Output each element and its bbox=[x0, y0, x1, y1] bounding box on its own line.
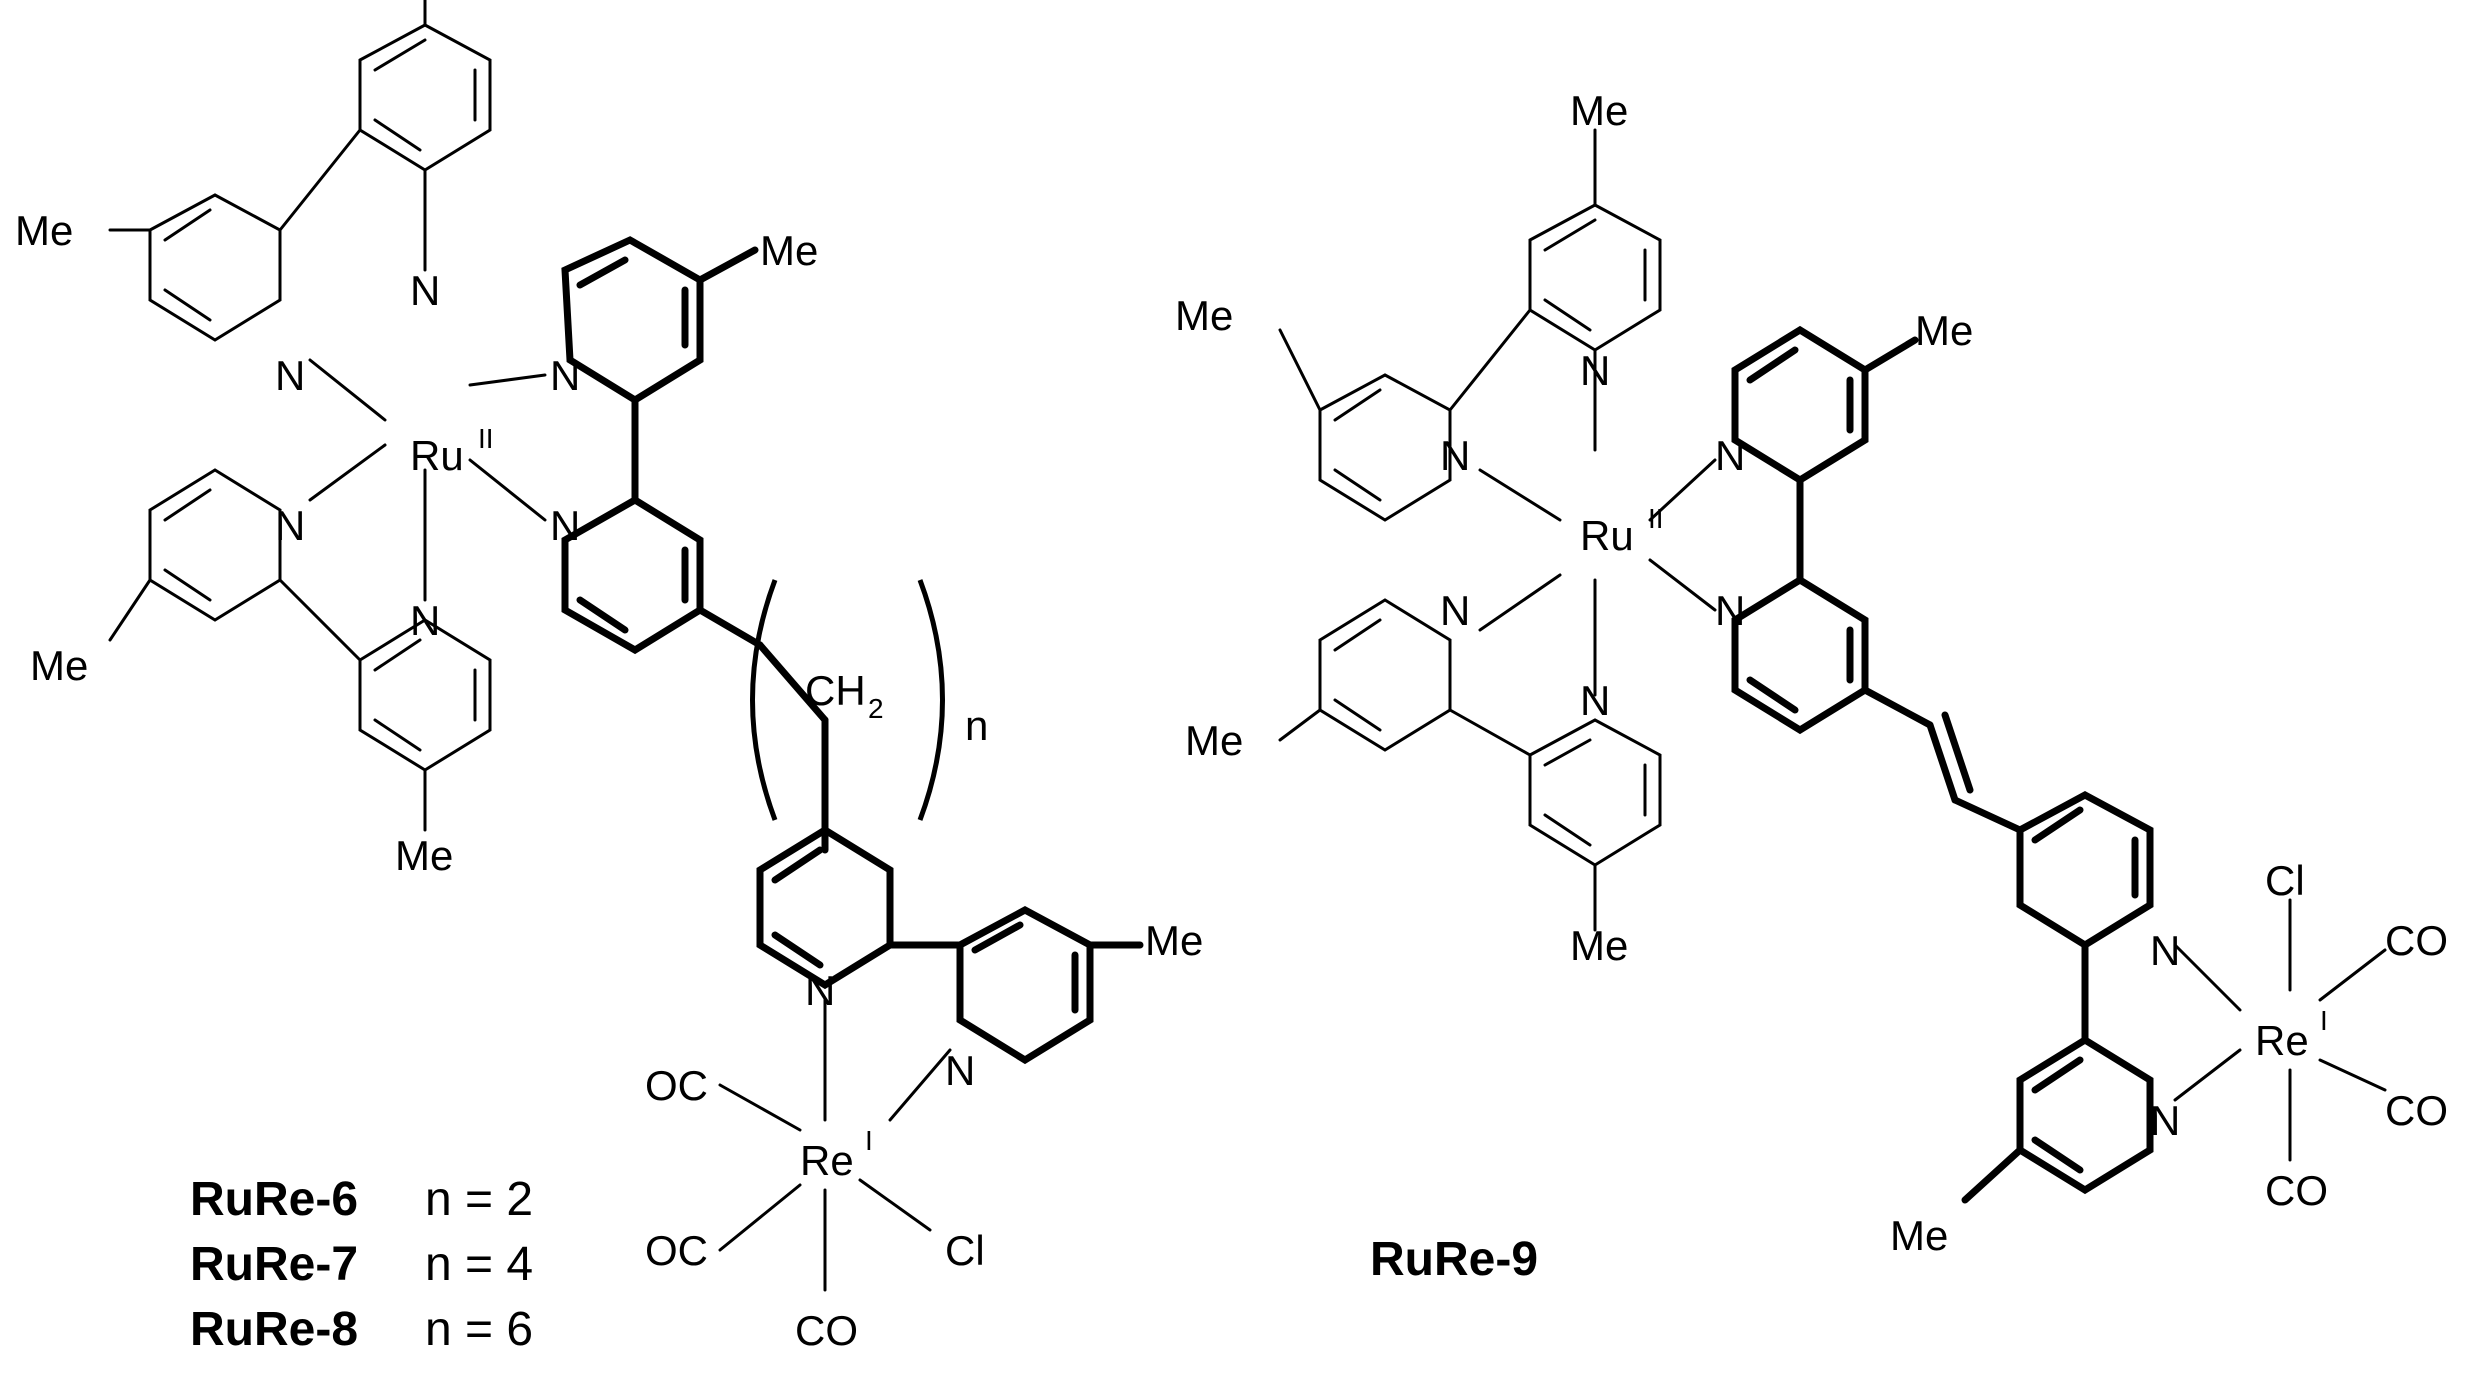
top-bipyridine bbox=[108, 0, 492, 422]
me-label: Me bbox=[1570, 922, 1628, 969]
n-label: N bbox=[275, 502, 305, 549]
co-label: CO bbox=[2385, 917, 2448, 964]
me-label: Me bbox=[1145, 917, 1203, 964]
re-bipyridine-r bbox=[1961, 791, 2242, 1204]
bridging-bipyridine bbox=[468, 236, 764, 655]
methylene-chain bbox=[750, 579, 945, 854]
n-label: N bbox=[1440, 432, 1470, 479]
compound-name-rure-6: RuRe-6 bbox=[190, 1173, 358, 1226]
co-label: CO bbox=[795, 1307, 858, 1354]
n-label: N bbox=[550, 352, 580, 399]
n-label: N bbox=[805, 967, 835, 1014]
cl-label: Cl bbox=[945, 1227, 985, 1274]
re-oxidation-state: I bbox=[865, 1125, 873, 1156]
repeat-n-label: n bbox=[965, 702, 988, 749]
n-label: N bbox=[2150, 927, 2180, 974]
me-label: Me bbox=[1185, 717, 1243, 764]
me-label: Me bbox=[15, 207, 73, 254]
ru-label: Ru bbox=[1580, 512, 1634, 559]
structure-rure-9: Me Me Me Me Me Me N N N N N N N N Ru II … bbox=[1175, 87, 2448, 1286]
n-label: N bbox=[410, 267, 440, 314]
n-label: N bbox=[945, 1047, 975, 1094]
me-label: Me bbox=[760, 227, 818, 274]
me-label: Me bbox=[1175, 292, 1233, 339]
re-bipyridine bbox=[756, 825, 1144, 1122]
oc-label: OC bbox=[645, 1062, 708, 1109]
me-label: Me bbox=[1890, 1212, 1948, 1259]
compound-name-rure-7: RuRe-7 bbox=[190, 1238, 358, 1291]
n-label: N bbox=[275, 352, 305, 399]
oc-label: OC bbox=[645, 1227, 708, 1274]
top-bipyridine-r bbox=[1278, 128, 1662, 522]
me-label: Me bbox=[1915, 307, 1973, 354]
n-label: N bbox=[550, 502, 580, 549]
compound-captions-left: RuRe-6 n = 2 RuRe-7 n = 4 RuRe-8 n = 6 bbox=[190, 1173, 533, 1356]
me-label: Me bbox=[1570, 87, 1628, 134]
ru-oxidation-state: II bbox=[1648, 503, 1664, 534]
n-label: N bbox=[1580, 347, 1610, 394]
re-oxidation-state: I bbox=[2320, 1005, 2328, 1036]
n-label: N bbox=[1715, 587, 1745, 634]
n-label: N bbox=[1440, 587, 1470, 634]
n-label: N bbox=[1580, 677, 1610, 724]
re-label: Re bbox=[800, 1137, 854, 1184]
bottom-bipyridine bbox=[108, 443, 492, 832]
n-label: N bbox=[2150, 1097, 2180, 1144]
co-label: CO bbox=[2385, 1087, 2448, 1134]
re-ligand-bonds bbox=[718, 1083, 932, 1292]
bridging-bipyridine-r bbox=[1648, 325, 2024, 834]
n-label: N bbox=[410, 597, 440, 644]
cl-label: Cl bbox=[2265, 857, 2305, 904]
atom-labels-right: Me Me Me Me Me Me N N N N N N N N Ru II … bbox=[1175, 87, 2448, 1259]
atom-labels-left: Me Me Me Me Me Me N N N N N N N N Ru II … bbox=[15, 207, 1203, 1354]
bottom-bipyridine-r bbox=[1278, 573, 1662, 932]
compound-name-rure-8: RuRe-8 bbox=[190, 1303, 358, 1356]
compound-value-rure-8: n = 6 bbox=[425, 1303, 533, 1356]
re-label: Re bbox=[2255, 1017, 2309, 1064]
ch2-subscript: 2 bbox=[868, 693, 884, 724]
n-label: N bbox=[1715, 432, 1745, 479]
ru-oxidation-state: II bbox=[478, 423, 494, 454]
me-label: Me bbox=[30, 642, 88, 689]
compound-name-rure-9: RuRe-9 bbox=[1370, 1233, 1538, 1286]
ru-label: Ru bbox=[410, 432, 464, 479]
compound-value-rure-7: n = 4 bbox=[425, 1238, 533, 1291]
me-label: Me bbox=[395, 832, 453, 879]
compound-value-rure-6: n = 2 bbox=[425, 1173, 533, 1226]
structure-rure-6-8: Me Me Me Me Me Me N N N N N N N N Ru II … bbox=[15, 0, 1203, 1356]
ch2-label: CH bbox=[805, 667, 866, 714]
re-ligand-bonds-r bbox=[2288, 898, 2387, 1162]
co-label: CO bbox=[2265, 1167, 2328, 1214]
